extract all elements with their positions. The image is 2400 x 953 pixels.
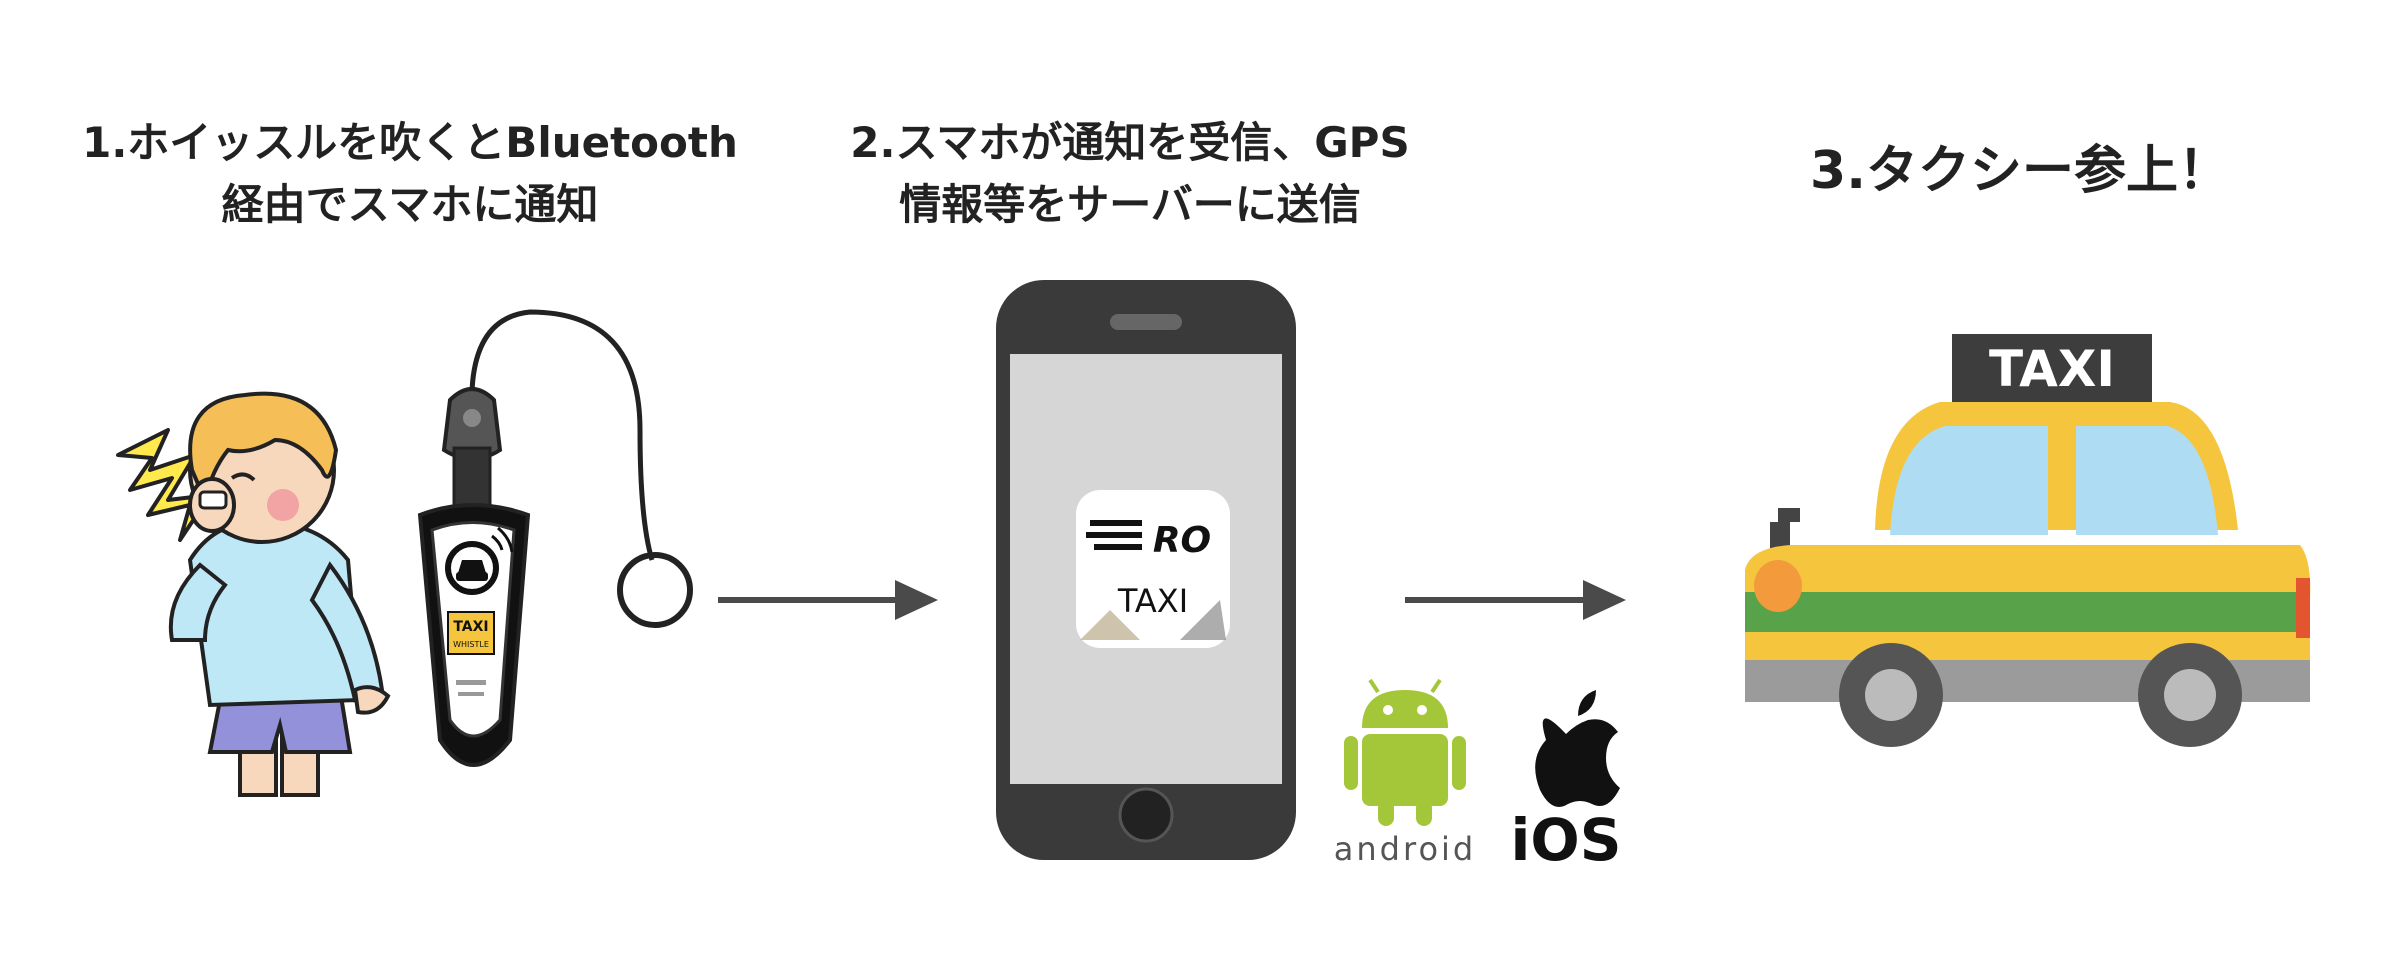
whistle-sound-icon (116, 428, 212, 542)
step-2-caption: 2.スマホが通知を受信、GPS 情報等をサーバーに送信 (830, 112, 1430, 236)
ios-label: iOS (1511, 806, 1622, 874)
apple-icon: iOS (1511, 690, 1622, 874)
taxi-stripe (1745, 592, 2310, 632)
taxi-whistle-device: TAXI WHISTLE (417, 309, 693, 767)
app-logo: RO (1153, 520, 1211, 561)
taxi-sign-text: TAXI (1989, 340, 2115, 398)
whistle-ring (617, 552, 693, 628)
taxi-headlight (1754, 560, 1802, 612)
taxi-roof-sign (1952, 334, 2152, 404)
step-3-line-1: 3.タクシー参上！ (1810, 141, 2230, 201)
taxi-app-icon: RO TAXI (1076, 490, 1230, 648)
arrow-1 (718, 580, 938, 620)
taxi-window-front (1890, 426, 2048, 535)
step-1-line-1: 1.ホイッスルを吹くとBluetooth (82, 118, 738, 167)
step-3-caption: 3.タクシー参上！ (1780, 140, 2260, 202)
app-label: TAXI (1117, 582, 1188, 620)
home-button (1118, 787, 1174, 843)
child-illustration (116, 391, 391, 797)
whistle-badge (447, 611, 495, 655)
step-1-caption: 1.ホイッスルを吹くとBluetooth 経由でスマホに通知 (60, 112, 760, 236)
taxi-window-rear (2076, 426, 2218, 535)
whistle-cord (469, 309, 655, 561)
step-2-line-1: 2.スマホが通知を受信、GPS (850, 118, 1410, 167)
step-1-line-2: 経由でスマホに通知 (221, 180, 599, 229)
android-label: android (1334, 830, 1476, 868)
whistle-brand: TAXI (453, 619, 488, 635)
smartphone: RO TAXI (996, 280, 1296, 860)
arrow-2 (1405, 580, 1626, 620)
android-icon: android (1334, 678, 1476, 868)
taxi-car: TAXI (1745, 334, 2311, 747)
whistle-subtext: WHISTLE (453, 640, 489, 649)
step-2-line-2: 情報等をサーバーに送信 (899, 180, 1361, 229)
